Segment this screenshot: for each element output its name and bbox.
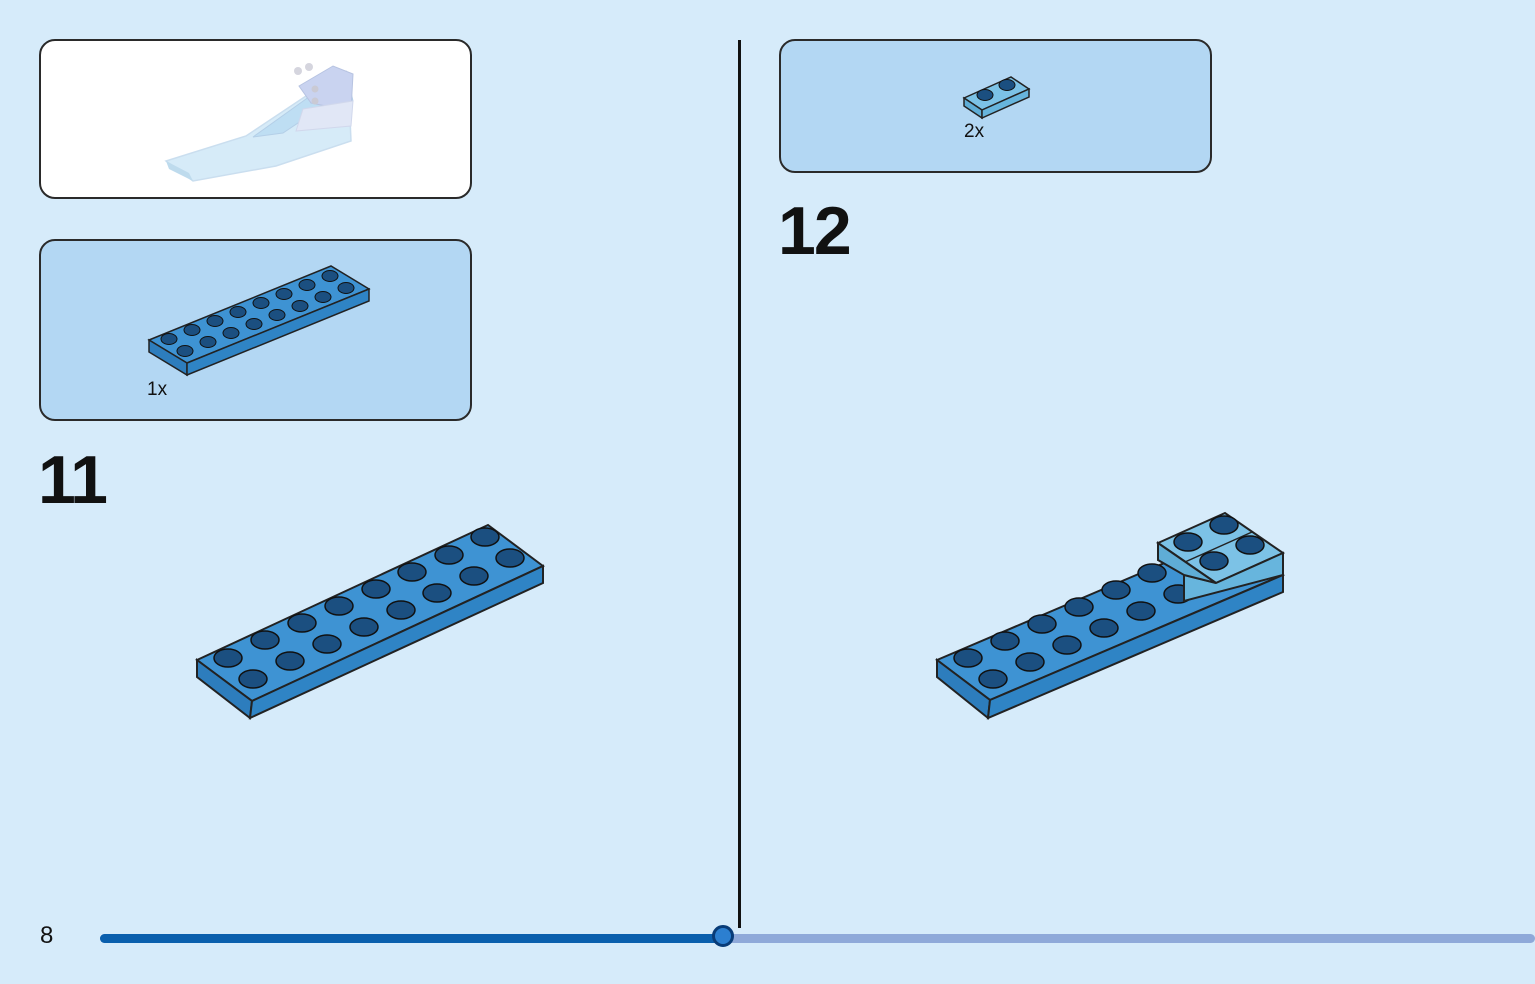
- parts-box-step-11: 1x: [39, 239, 472, 421]
- page-number: 8: [40, 922, 54, 949]
- page-divider: [738, 40, 741, 928]
- step-11-assembly-image: [195, 523, 545, 720]
- step-number: 12: [778, 193, 852, 269]
- step-number: 11: [38, 442, 108, 518]
- parts-box-step-12: 2x: [779, 39, 1212, 173]
- model-preview-image: [164, 63, 354, 182]
- progress-bar: [100, 934, 1535, 943]
- plate-2x8-part-icon: [147, 265, 371, 377]
- progress-bar-fill: [100, 934, 723, 943]
- plate-1x2-part-icon: [962, 76, 1031, 120]
- model-preview-box: [39, 39, 472, 199]
- progress-marker: [711, 925, 734, 947]
- part-quantity: 2x: [964, 121, 985, 142]
- part-quantity: 1x: [147, 379, 168, 400]
- step-12-assembly-image: [935, 511, 1286, 720]
